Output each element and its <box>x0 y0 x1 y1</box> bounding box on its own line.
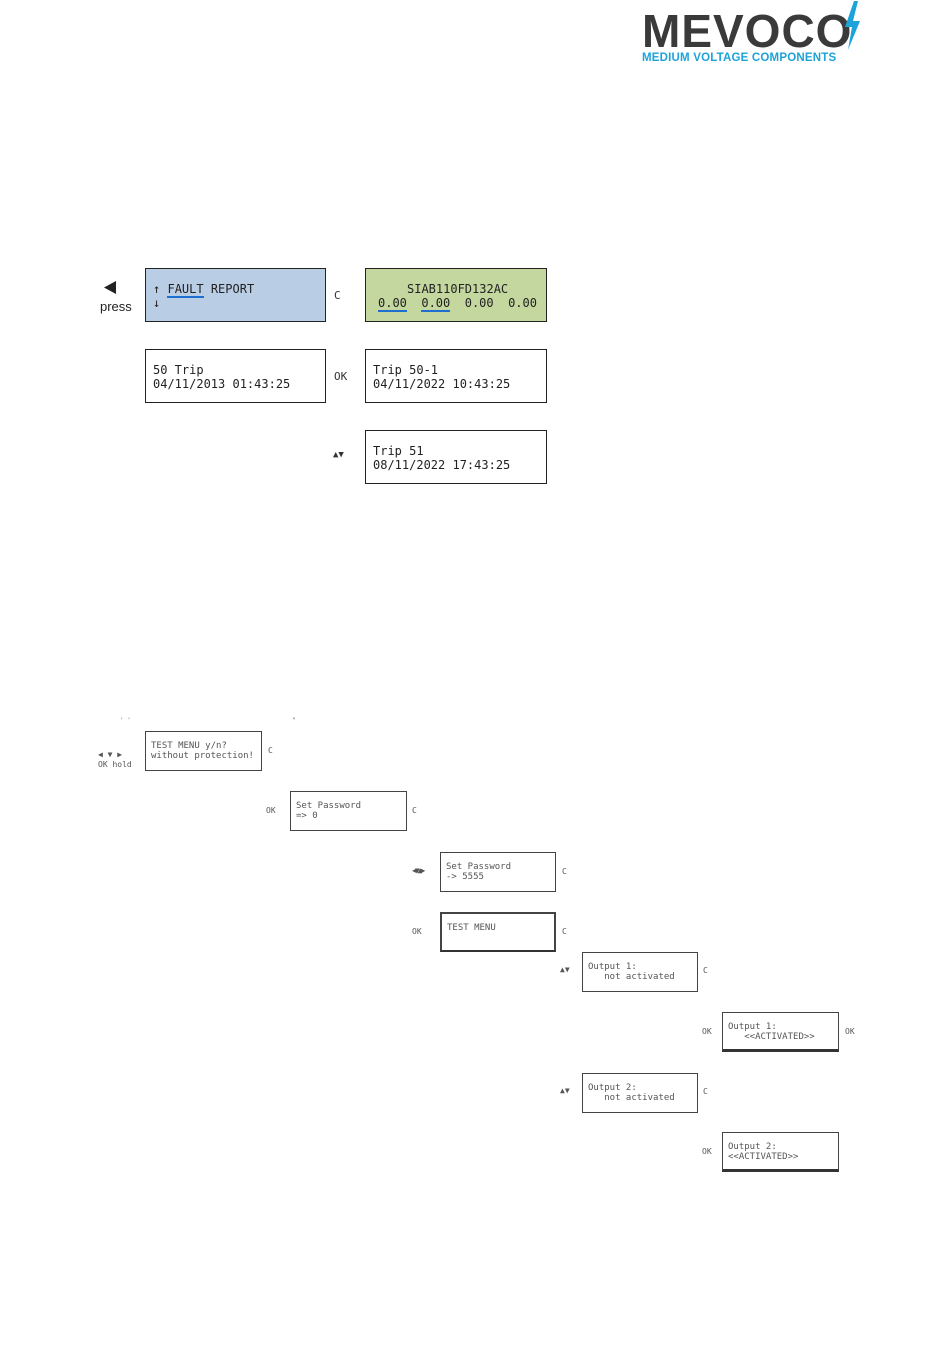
output-1-activated-screen: Output 1: <<ACTIVATED>> <box>722 1012 839 1052</box>
trip-label: Trip 50-1 <box>373 363 439 377</box>
c-key-label[interactable]: C <box>412 806 417 815</box>
trip-50-screen: 50 Trip 04/11/2013 01:43:25 <box>145 349 326 403</box>
trip-timestamp: 08/11/2022 17:43:25 <box>373 458 511 472</box>
c-key-label[interactable]: C <box>562 927 567 936</box>
screen-line-1: Output 2: <box>728 1142 777 1152</box>
logo-tagline: MEDIUM VOLTAGE COMPONENTS <box>642 52 837 64</box>
set-password-entered-screen: Set Password -> 5555 <box>440 852 556 892</box>
up-down-arrows-icon[interactable]: ▲▼ <box>333 450 344 460</box>
value-2: 0.00 <box>421 296 451 312</box>
screen-line-1: Set Password <box>296 801 362 811</box>
screen-line-2: without protection! <box>151 751 254 761</box>
device-id-screen: SIAB110FD132AC 0.00 0.00 0.00 0.00 <box>365 268 547 322</box>
c-key-label[interactable]: C <box>268 746 273 755</box>
c-key-label[interactable]: C <box>562 867 567 876</box>
screen-line-1: Set Password <box>446 862 512 872</box>
ok-key-label[interactable]: OK <box>702 1147 712 1156</box>
screen-line-2: -> 5555 <box>446 872 484 882</box>
screen-line-2: => 0 <box>296 811 318 821</box>
output-2-activated-screen: Output 2: <<ACTIVATED>> <box>722 1132 839 1172</box>
triangle-left-icon[interactable] <box>103 281 117 295</box>
output-1-inactive-screen: Output 1: not activated <box>582 952 698 992</box>
c-key-label[interactable]: C <box>334 289 341 302</box>
screen-line-2: <<ACTIVATED>> <box>728 1152 799 1162</box>
trip-50-1-screen: Trip 50-1 04/11/2022 10:43:25 <box>365 349 547 403</box>
screen-line-1: TEST MENU y/n? <box>151 741 227 751</box>
scan-mark: ' ' <box>120 717 131 724</box>
ok-key-label[interactable]: OK <box>334 370 348 383</box>
set-password-screen: Set Password => 0 <box>290 791 407 831</box>
arrow-down-icon: ↓ <box>153 296 161 310</box>
output-2-inactive-screen: Output 2: not activated <box>582 1073 698 1113</box>
trip-timestamp: 04/11/2013 01:43:25 <box>153 377 291 391</box>
value-3: 0.00 <box>464 296 494 310</box>
value-1: 0.00 <box>378 296 407 312</box>
c-key-label[interactable]: C <box>703 966 708 975</box>
fault-title: FAULT <box>167 282 204 298</box>
screen-line-1: Output 1: <box>728 1022 777 1032</box>
trip-label: 50 Trip <box>153 363 204 377</box>
device-id: SIAB110FD132AC <box>407 282 509 296</box>
screen-line-1: ↑ FAULT REPORT <box>153 282 318 298</box>
value-4: 0.00 <box>508 296 537 310</box>
screen-line-1: Output 1: <box>588 962 637 972</box>
ok-key-label[interactable]: OK <box>845 1027 855 1036</box>
screen-line-1: Output 2: <box>588 1083 637 1093</box>
trip-timestamp: 04/11/2022 10:43:25 <box>373 377 511 391</box>
arrow-up-icon: ↑ <box>153 282 161 296</box>
press-label: press <box>100 299 132 314</box>
test-menu-confirm-screen: TEST MENU y/n? without protection! <box>145 731 262 771</box>
ok-key-label[interactable]: OK <box>412 927 422 936</box>
screen-line-1: TEST MENU <box>447 923 496 933</box>
up-down-arrows-icon[interactable]: ▲▼ <box>560 965 570 974</box>
logo-wordmark: MEVOCO <box>642 5 853 57</box>
fault-report-screen: ↑ FAULT REPORT ↓ <box>145 268 326 322</box>
screen-line-2: <<ACTIVATED>> <box>728 1032 815 1042</box>
trip-51-screen: Trip 51 08/11/2022 17:43:25 <box>365 430 547 484</box>
c-key-label[interactable]: C <box>703 1087 708 1096</box>
test-menu-screen: TEST MENU <box>440 912 556 952</box>
current-values: 0.00 0.00 0.00 0.00 <box>378 296 539 312</box>
trip-label: Trip 51 <box>373 444 424 458</box>
up-down-arrows-icon[interactable]: ▲▼ <box>560 1086 570 1095</box>
scan-mark: " <box>292 717 296 724</box>
arrow-keys-icon[interactable]: ◀▼▲▶ <box>412 866 425 875</box>
screen-line-2: not activated <box>588 972 675 982</box>
arrow-keys-combo-icon[interactable]: ◀ ▼ ▶ <box>98 750 123 759</box>
fault-title-rest: REPORT <box>203 282 255 296</box>
ok-key-label[interactable]: OK <box>266 806 276 815</box>
ok-hold-label: OK hold <box>98 760 132 769</box>
screen-line-2: not activated <box>588 1093 675 1103</box>
ok-key-label[interactable]: OK <box>702 1027 712 1036</box>
lightning-bolt-icon <box>845 1 860 50</box>
